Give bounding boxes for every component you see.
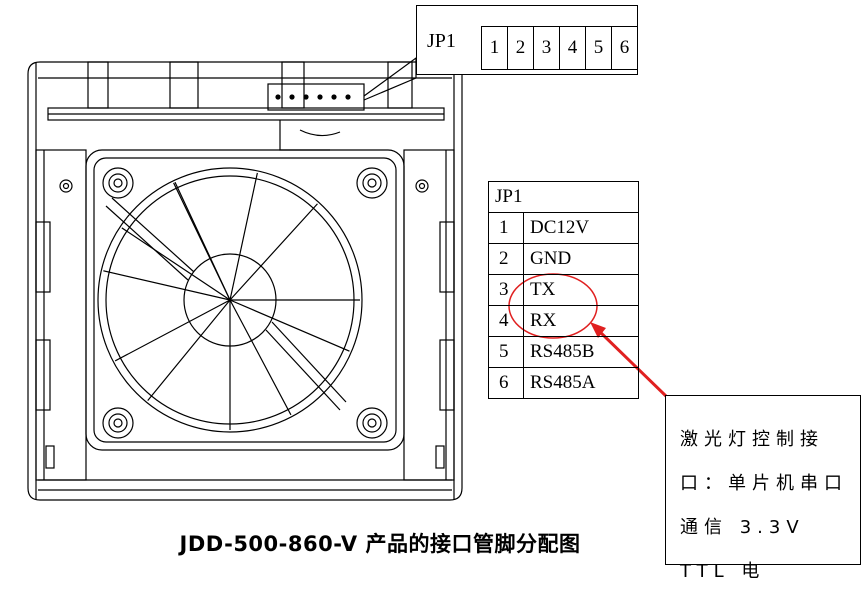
- pin-signal: GND: [523, 243, 639, 275]
- table-row: 2 GND: [488, 243, 639, 275]
- pin-signal: DC12V: [523, 212, 639, 244]
- callout-pin: 4: [560, 27, 586, 69]
- pin-signal: RS485A: [523, 367, 639, 399]
- pin-number: 2: [488, 243, 524, 275]
- table-row: 6 RS485A: [488, 367, 639, 399]
- interface-note: 激光灯控制接口：单片机串口通信 3.3V TTL 电: [665, 395, 861, 582]
- callout-pin: 6: [612, 27, 638, 69]
- callout-pin: 2: [508, 27, 534, 69]
- callout-pin: 5: [586, 27, 612, 69]
- pin-table: JP1 1 DC12V 2 GND 3 TX 4 RX 5 RS485B 6 R…: [488, 181, 639, 399]
- pin-signal: TX: [523, 274, 639, 306]
- table-header: JP1: [488, 181, 639, 213]
- pin-number: 1: [488, 212, 524, 244]
- pin-number: 4: [488, 305, 524, 337]
- callout-pin: 1: [482, 27, 508, 69]
- table-row: 4 RX: [488, 305, 639, 337]
- table-row: 5 RS485B: [488, 336, 639, 368]
- jp1-callout: JP1 1 2 3 4 5 6: [416, 5, 638, 75]
- figure-caption: JDD-500-860-V 产品的接口管脚分配图: [179, 532, 581, 556]
- callout-pin: 3: [534, 27, 560, 69]
- callout-label: JP1: [427, 30, 456, 52]
- pin-signal: RX: [523, 305, 639, 337]
- pin-signal: RS485B: [523, 336, 639, 368]
- pin-number: 3: [488, 274, 524, 306]
- callout-pin-row: 1 2 3 4 5 6: [481, 26, 638, 70]
- table-row: 1 DC12V: [488, 212, 639, 244]
- table-row: 3 TX: [488, 274, 639, 306]
- table-header-row: JP1: [488, 181, 639, 213]
- pin-number: 5: [488, 336, 524, 368]
- pin-number: 6: [488, 367, 524, 399]
